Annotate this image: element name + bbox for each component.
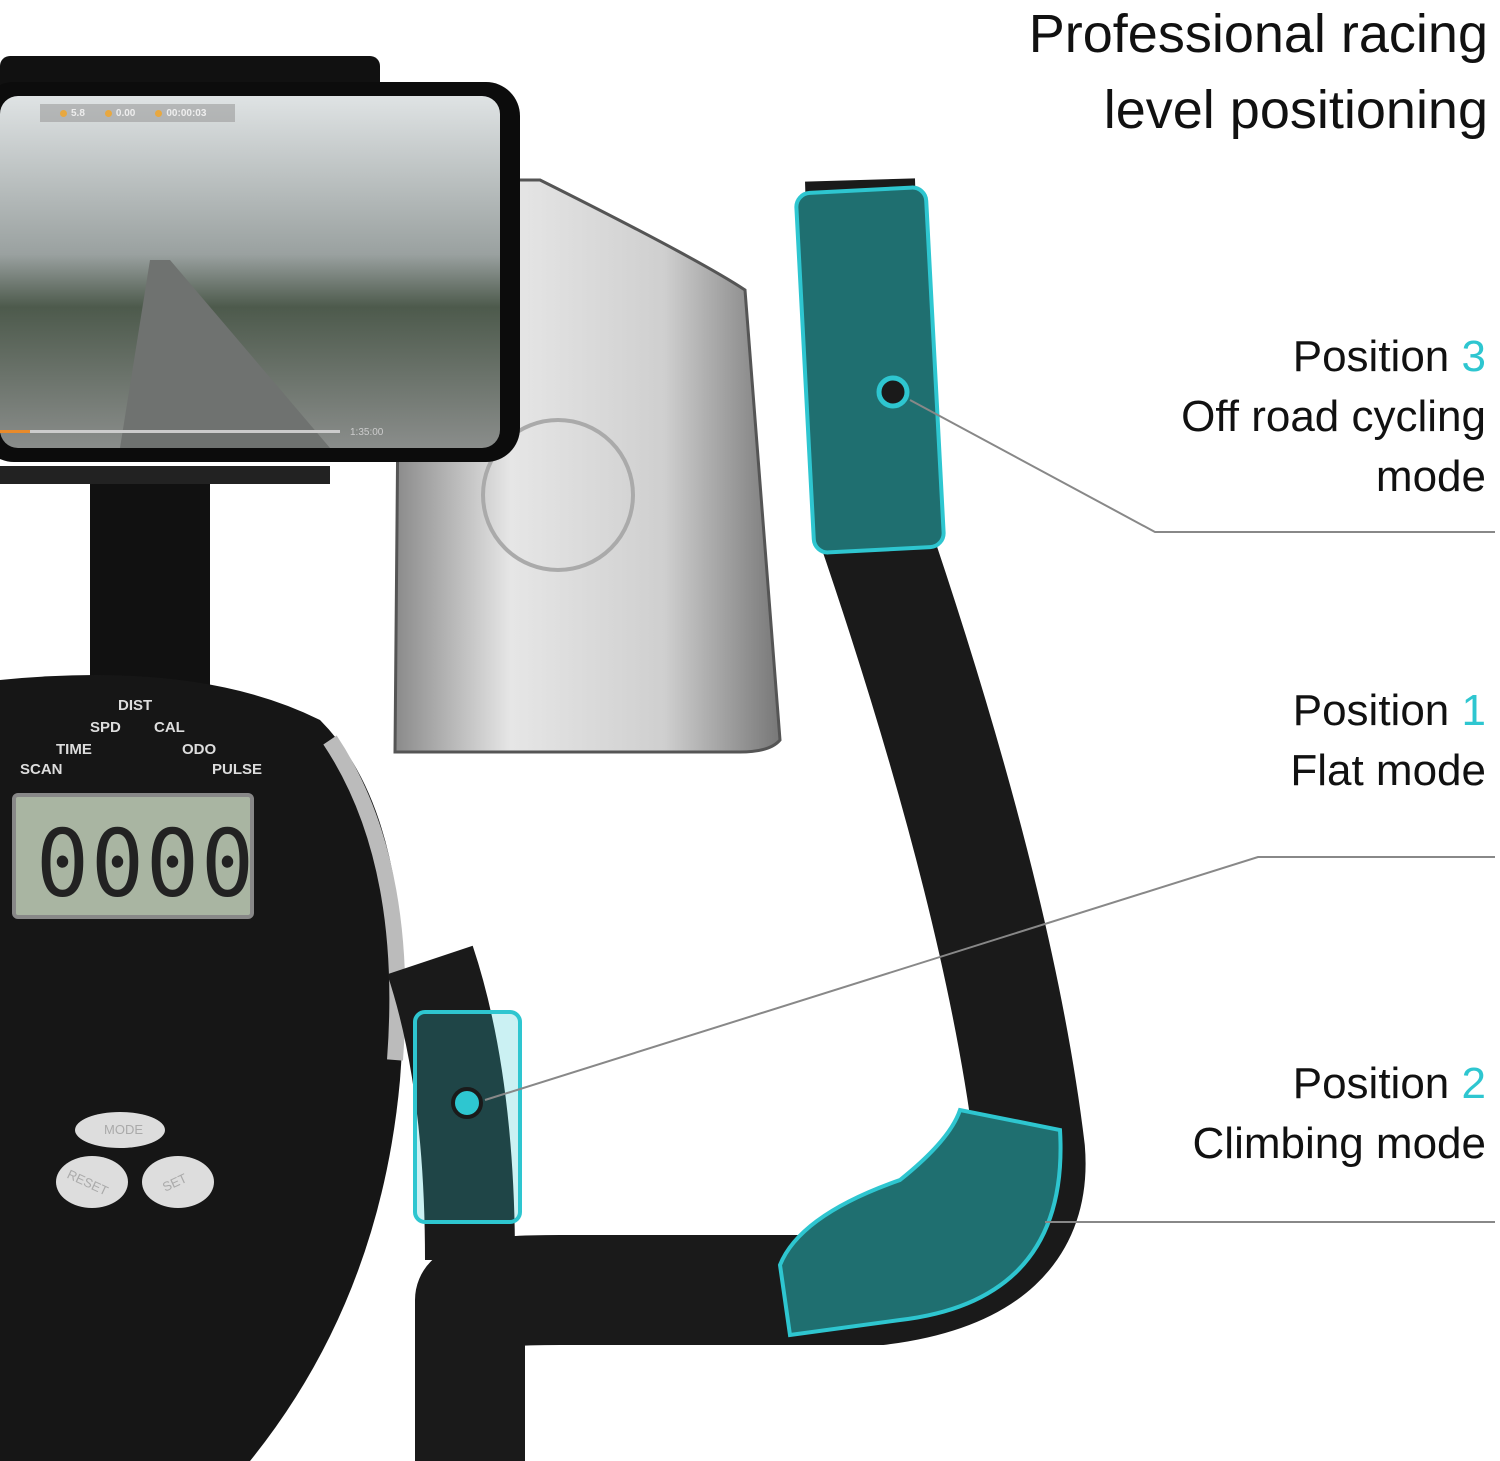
- callout-line-1: [484, 856, 1495, 1101]
- position-2-label: Position 2 Climbing mode: [1193, 1054, 1486, 1174]
- position-desc: Climbing mode: [1192, 1119, 1486, 1168]
- grip-position-2: [777, 1107, 1063, 1338]
- position-prefix: Position: [1292, 1059, 1450, 1108]
- hud-speed: 5.8: [71, 107, 85, 119]
- position-number: 2: [1461, 1059, 1486, 1108]
- phone-screen: [0, 96, 500, 448]
- marker-position-1: [451, 1087, 483, 1119]
- position-3-label: Position 3 Off road cycling mode: [1181, 327, 1486, 507]
- console-label-time: TIME: [56, 741, 92, 758]
- console-label-dist: DIST: [118, 697, 153, 714]
- video-duration: 1:35:00: [350, 427, 384, 438]
- headline: Professional racing level positioning: [1029, 0, 1488, 148]
- position-1-label: Position 1 Flat mode: [1290, 681, 1486, 801]
- hud-distance: 0.00: [115, 107, 136, 119]
- hud-elapsed: 00:00:03: [166, 107, 207, 119]
- headline-line-1: Professional racing: [1028, 4, 1488, 64]
- position-prefix: Position: [1292, 332, 1450, 381]
- brand-logo: [481, 418, 635, 572]
- position-number: 3: [1461, 332, 1486, 381]
- console-label-cal: CAL: [154, 719, 185, 736]
- grip-position-3: [794, 185, 946, 555]
- mode-button[interactable]: MODE: [104, 1122, 143, 1137]
- headline-line-2: level positioning: [1103, 80, 1488, 140]
- position-desc: Off road cycling: [1181, 392, 1486, 441]
- position-number: 1: [1461, 686, 1486, 735]
- console-body: [0, 675, 404, 1461]
- console-label-odo: ODO: [182, 741, 217, 758]
- position-prefix: Position: [1292, 686, 1450, 735]
- console-label-spd: SPD: [90, 719, 121, 736]
- lcd-value: 0000: [36, 809, 256, 918]
- lcd-display: [12, 793, 254, 919]
- console-label-scan: SCAN: [20, 761, 63, 778]
- position-desc: Flat mode: [1290, 746, 1486, 795]
- position-desc-2: mode: [1375, 452, 1486, 501]
- marker-position-3: [876, 375, 910, 409]
- phone-hud: 5.8 0.00 00:00:03: [40, 104, 235, 122]
- callout-line-3: [909, 399, 1495, 533]
- console-label-pulse: PULSE: [212, 761, 263, 778]
